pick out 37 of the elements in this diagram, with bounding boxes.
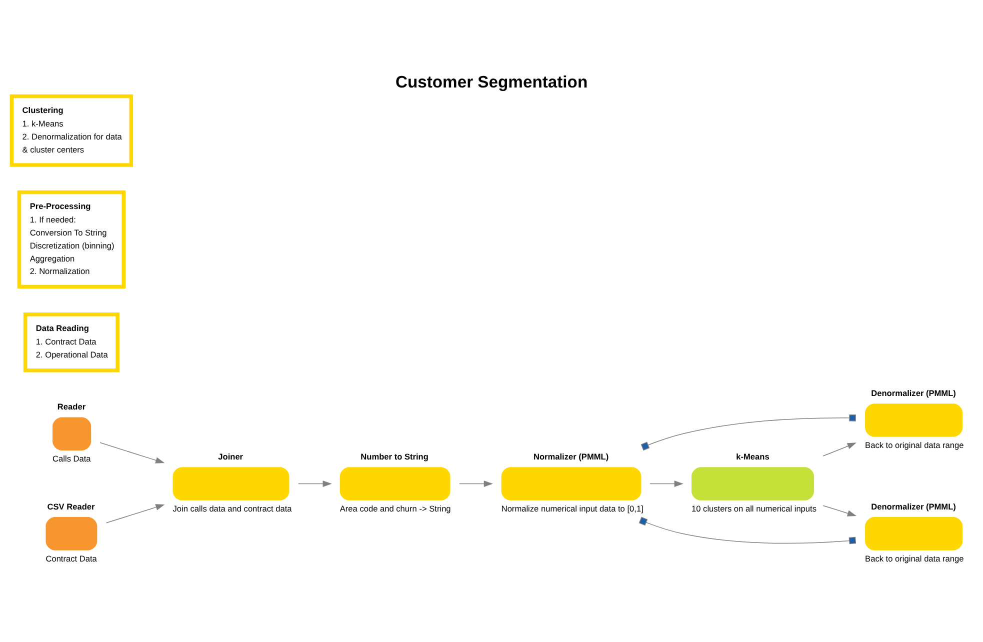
arrow: [822, 442, 856, 456]
node-label: Normalize numerical input data to [0,1]: [501, 504, 644, 514]
node-label: Join calls data and contract data: [172, 504, 292, 514]
node-box: Data Reading 1. Contract Data 2. Operational Data: [23, 312, 120, 372]
node-label: Reader: [57, 402, 86, 412]
node-box: [52, 417, 92, 450]
node-label: 10 clusters on all numerical inputs: [692, 504, 816, 514]
node-box: Clustering 1. k-Means 2. Denormalization for data & cluster centers: [10, 94, 134, 167]
node-label: k-Means: [736, 451, 770, 462]
node-label: Contract Data: [46, 554, 97, 564]
node-label: Back to original data range: [865, 554, 964, 564]
node-label: Joiner: [218, 451, 244, 462]
node-label: Area code and churn -> String: [340, 504, 451, 514]
arrow: [106, 504, 165, 524]
node-box: [865, 404, 963, 437]
node-label: Denormalizer (PMML): [871, 388, 956, 398]
arrow: [298, 480, 332, 487]
node-box: [46, 517, 98, 550]
node-label: Denormalizer (PMML): [871, 501, 956, 512]
node-label: Normalizer (PMML): [533, 451, 609, 462]
arrow: [650, 480, 684, 487]
node-label: CSV Reader: [47, 501, 95, 512]
node-box: [340, 467, 450, 500]
arrow: [100, 442, 165, 464]
node-box: Pre-Processing 1. If needed: Conversion To String Discretization (binning) Aggregation 2. Normalization: [17, 190, 126, 289]
node-box: [692, 467, 814, 500]
node-box: [865, 517, 963, 550]
node-label: Number to String: [360, 451, 428, 462]
arrow: [822, 505, 856, 516]
diagram-title: Customer Segmentation: [395, 72, 588, 92]
node-box: [172, 467, 290, 500]
connector: [640, 414, 856, 451]
node-box: [501, 467, 642, 500]
arrow: [459, 480, 493, 487]
node-label: Back to original data range: [865, 440, 964, 450]
node-label: Calls Data: [52, 454, 91, 464]
connector: [638, 516, 856, 544]
